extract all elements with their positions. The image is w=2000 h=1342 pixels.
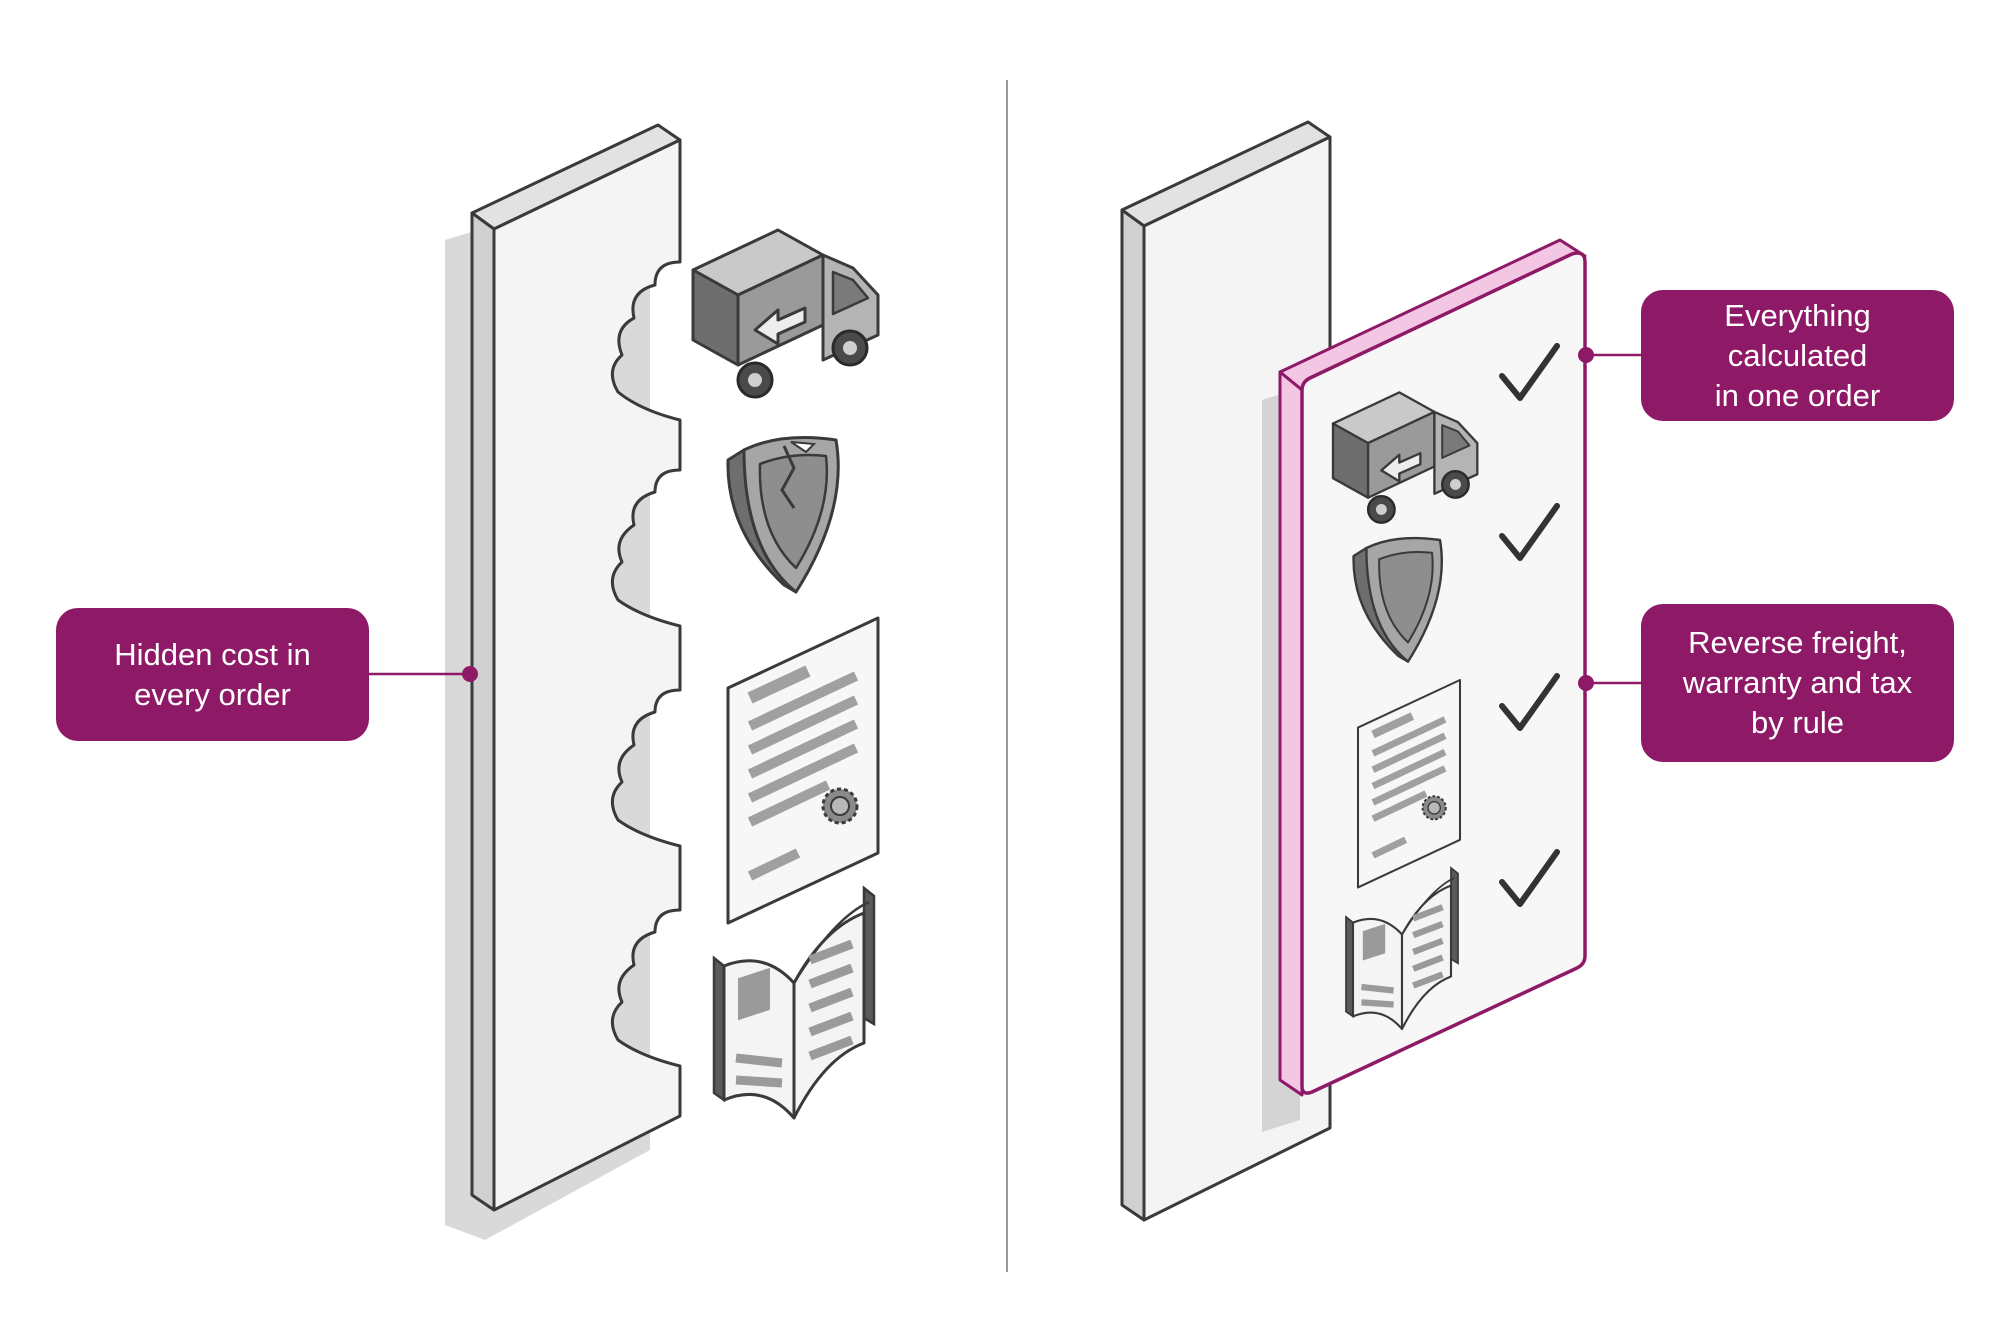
right-bottom-callout-connector bbox=[1578, 675, 1641, 691]
left-callout-connector bbox=[369, 666, 478, 682]
broken-shield-icon bbox=[726, 436, 840, 594]
hidden-cost-callout: Hidden cost in every order bbox=[56, 608, 369, 741]
callout-line: by rule bbox=[1750, 705, 1845, 740]
right-top-callout-connector bbox=[1578, 347, 1641, 363]
open-manual-icon bbox=[714, 888, 874, 1118]
callout-line: in one order bbox=[1714, 377, 1881, 413]
truck-icon bbox=[691, 228, 880, 399]
callout-line: Everything calculated bbox=[1724, 297, 1871, 373]
callout-line: every order bbox=[134, 676, 291, 712]
certificate-document-icon bbox=[728, 618, 878, 923]
callout-line: Reverse freight, bbox=[1688, 625, 1907, 660]
reverse-freight-callout: Reverse freight, warranty and tax by rul… bbox=[1641, 604, 1954, 762]
everything-calculated-callout: Everything calculated in one order bbox=[1641, 290, 1954, 421]
callout-line: warranty and tax bbox=[1682, 665, 1913, 700]
callout-line: Hidden cost in bbox=[114, 636, 311, 672]
left-torn-panel bbox=[445, 123, 682, 1240]
